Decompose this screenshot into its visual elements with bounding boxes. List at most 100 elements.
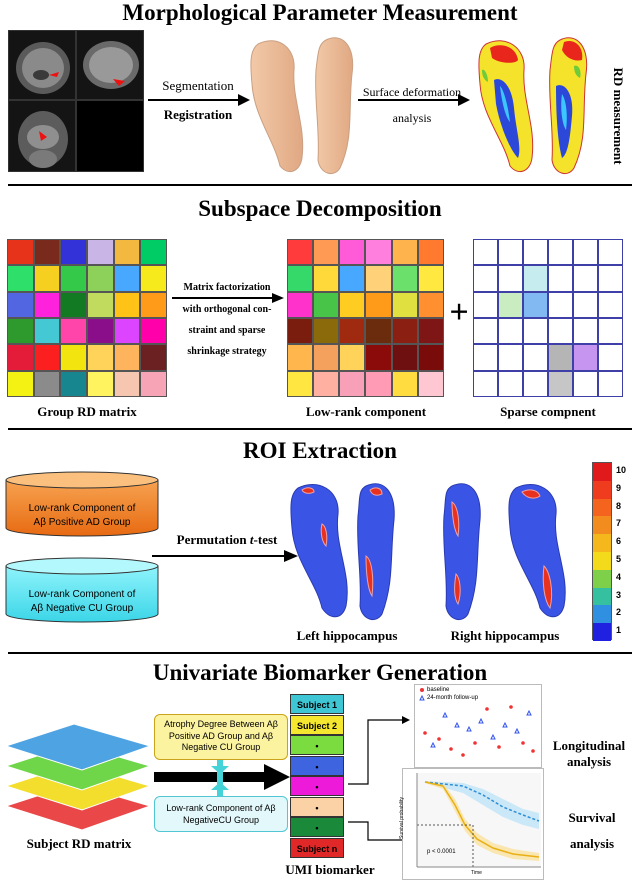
longitudinal-point — [461, 753, 465, 757]
umi-subject-row: • — [290, 755, 344, 776]
group-rd-matrix-label: Group RD matrix — [37, 404, 137, 419]
group-matrix-cell — [86, 291, 114, 318]
lowrank-matrix-cell — [391, 318, 418, 345]
section-title-morphological: Morphological Parameter Measurement — [122, 0, 518, 25]
group-matrix-cell — [7, 344, 34, 371]
sparse-matrix-cell — [598, 265, 623, 292]
lowrank-matrix-cell — [287, 291, 314, 318]
lowrank-matrix-cell — [417, 318, 444, 345]
colorbar-tick-label: 6 — [616, 536, 622, 547]
subject-rd-layers — [4, 723, 152, 831]
longitudinal-plot: baseline 24-month follow-up — [414, 684, 542, 768]
section-divider — [8, 428, 632, 430]
atrophy-box-line3: Negative CU Group — [181, 742, 261, 753]
mri-sagittal-image — [8, 30, 76, 100]
lowrank-matrix-cell — [313, 291, 340, 318]
longitudinal-point — [521, 741, 525, 745]
lowrank-matrix-cell — [287, 370, 314, 397]
cu-cylinder-line2: Aβ Negative CU Group — [30, 602, 134, 614]
sparse-matrix-cell — [598, 370, 623, 397]
rd-measurement-label: RD measurement — [611, 67, 626, 165]
atrophy-box-line1: Atrophy Degree Between Aβ — [164, 719, 278, 729]
sparse-matrix-cell — [523, 239, 548, 266]
group-matrix-cell — [140, 344, 167, 371]
group-matrix-cell — [33, 291, 61, 318]
lowrank-matrix-cell — [365, 344, 392, 371]
sparse-matrix-cell — [498, 344, 523, 371]
left-hippocampus-label: Left hippocampus — [296, 628, 398, 643]
lowrank-matrix-cell — [339, 318, 366, 345]
survival-plot: p < 0.0001 Survival probability Time — [399, 768, 544, 880]
lowrank-matrix-cell — [339, 344, 366, 371]
lowrank-matrix-cell — [287, 239, 314, 266]
lowrank-matrix-cell — [339, 370, 366, 397]
colorbar-segment — [593, 623, 611, 641]
colorbar-scale — [592, 462, 612, 641]
colorbar-tick-label: 5 — [616, 553, 622, 564]
longitudinal-points — [419, 688, 535, 757]
colorbar-segment — [593, 463, 611, 481]
sparse-matrix-cell — [523, 291, 548, 318]
lowrank-matrix-cell — [339, 265, 366, 292]
lowrank-matrix-cell — [365, 291, 392, 318]
group-matrix-cell — [7, 318, 34, 345]
cu-cylinder-line1: Low-rank Component of — [28, 589, 136, 600]
colorbar-segment — [593, 534, 611, 552]
group-matrix-cell — [33, 370, 61, 397]
colorbar-tick-label: 4 — [616, 571, 622, 582]
lowrank-matrix-cell — [287, 318, 314, 345]
section-divider — [8, 652, 632, 654]
group-matrix-cell — [33, 239, 61, 266]
colorbar-tick-label: 2 — [616, 607, 622, 618]
group-matrix-cell — [86, 239, 114, 266]
longitudinal-point — [423, 731, 427, 735]
ad-cylinder-line2: Aβ Positive AD Group — [33, 516, 131, 528]
lowrank-matrix-cell — [339, 239, 366, 266]
umi-subject-row: Subject 1 — [290, 694, 344, 714]
colorbar-segment — [593, 569, 611, 588]
sparse-matrix-cell — [473, 265, 498, 292]
sparse-matrix-cell — [523, 370, 548, 397]
sparse-matrix-cell — [473, 318, 498, 345]
lowrank-matrix-cell — [339, 291, 366, 318]
p-value-label: p < 0.0001 — [427, 849, 456, 855]
lowrank-matrix-cell — [391, 370, 418, 397]
lowrank-matrix-cell — [365, 370, 392, 397]
umi-biomarker-label: UMI biomarker — [285, 862, 375, 877]
group-matrix-cell — [140, 265, 167, 292]
lowrank-matrix-cell — [313, 265, 340, 292]
umi-subject-row: • — [290, 735, 344, 755]
sparse-matrix-cell — [573, 318, 598, 345]
lowrank-matrix-cell — [391, 239, 418, 266]
atrophy-degree-box: Atrophy Degree Between Aβ Positive AD Gr… — [154, 714, 288, 760]
group-matrix-cell — [86, 318, 114, 345]
survival-label-line1: Survival — [568, 810, 616, 825]
cu-box-line1: Low-rank Component of Aβ — [166, 803, 276, 813]
sparse-matrix-cell — [548, 344, 573, 371]
sparse-matrix-cell — [498, 318, 523, 345]
sparse-matrix-cell — [598, 291, 623, 318]
sparse-matrix-cell — [498, 370, 523, 397]
mri-coronal-image — [76, 30, 144, 100]
section-title-subspace: Subspace Decomposition — [198, 196, 442, 221]
sparse-matrix-cell — [548, 370, 573, 397]
rd-layer — [4, 723, 152, 771]
sparse-matrix-cell — [548, 318, 573, 345]
sparse-label: Sparse compnent — [500, 404, 596, 419]
group-matrix-cell — [86, 265, 114, 292]
group-matrix-cell — [33, 265, 61, 292]
longitudinal-point — [531, 749, 535, 753]
segmentation-label: Segmentation — [162, 78, 234, 93]
longitudinal-point — [473, 741, 477, 745]
group-matrix-cell — [113, 370, 141, 397]
lowrank-matrix-cell — [417, 344, 444, 371]
umi-subject-row: • — [290, 796, 344, 817]
group-matrix-cell — [7, 291, 34, 318]
colorbar-tick-label: 3 — [616, 589, 622, 600]
sparse-matrix-cell — [573, 344, 598, 371]
lowrank-matrix-cell — [313, 344, 340, 371]
morph-arrows — [148, 94, 470, 106]
mri-axial-image — [8, 100, 76, 172]
main-arrow — [154, 764, 290, 790]
longitudinal-point — [490, 733, 496, 740]
